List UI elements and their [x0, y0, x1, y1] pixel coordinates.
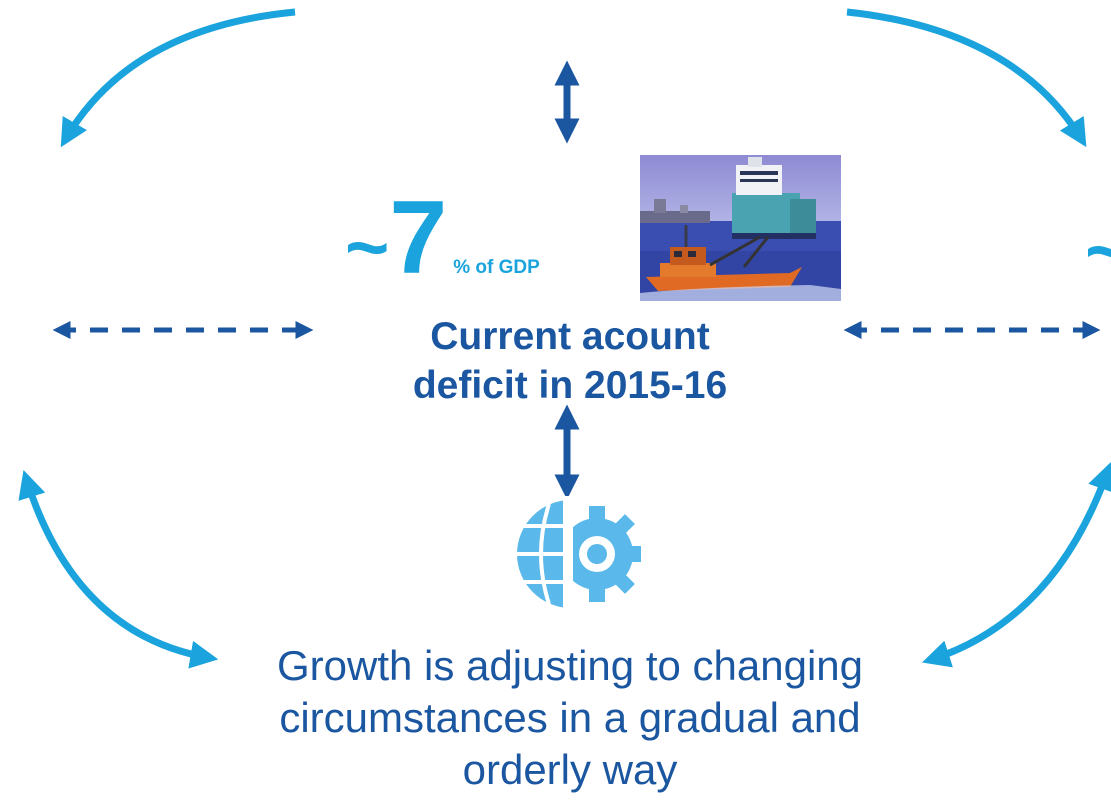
deficit-label-line-2: deficit in 2015-16 [412, 364, 728, 407]
deficit-value: 7 [389, 180, 448, 296]
deficit-unit: % of GDP [453, 257, 540, 278]
growth-line-1: Growth is adjusting to changing [276, 642, 863, 689]
right-edge-tilde: ~ [1085, 209, 1111, 294]
globe-gear-icon [505, 496, 655, 621]
bottom-right-curved-double-arrow [922, 462, 1111, 668]
approx-tilde: ~ [345, 205, 390, 290]
container-ship-photo [640, 155, 841, 301]
top-left-curved-arrow [60, 8, 296, 148]
deficit-label: Current acount deficit in 2015-16 [310, 312, 830, 410]
growth-line-2: circumstances in a gradual and [279, 694, 861, 741]
bottom-left-curved-double-arrow [18, 469, 219, 669]
growth-statement: Growth is adjusting to changing circumst… [200, 640, 940, 796]
deficit-percentage: ~7% of GDP [345, 186, 540, 290]
deficit-label-line-1: Current acount [430, 315, 710, 358]
top-right-curved-arrow [846, 8, 1087, 148]
growth-line-3: orderly way [462, 746, 678, 793]
